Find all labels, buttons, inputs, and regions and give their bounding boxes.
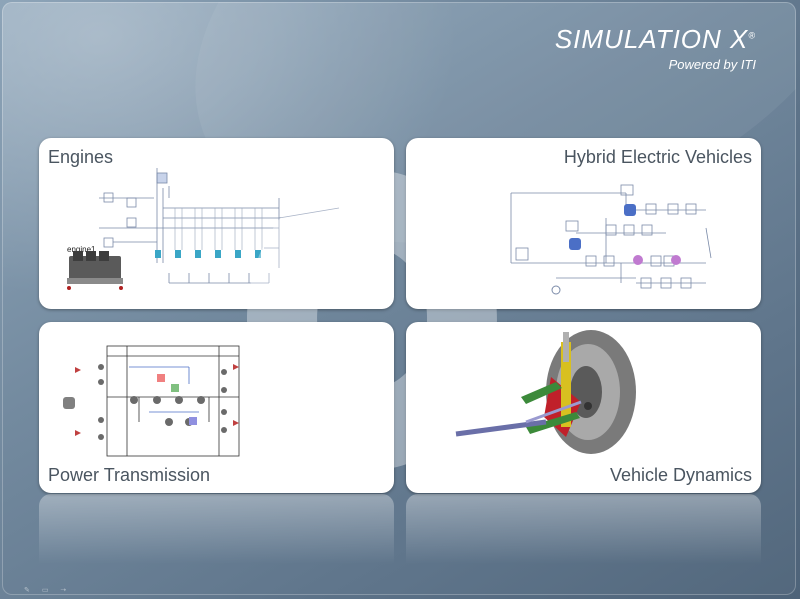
logo-registered: ® [748, 30, 756, 41]
background-ring [247, 170, 497, 470]
damper-icon [561, 342, 571, 427]
engine-model-label: engine1 [67, 245, 96, 254]
panel-power-transmission[interactable]: Power Transmission [39, 322, 394, 493]
reflection-right [406, 494, 761, 564]
reflection-left [39, 494, 394, 564]
logo-subtitle: Powered by ITI [668, 57, 756, 72]
panel-title-hybrid: Hybrid Electric Vehicles [563, 147, 752, 167]
slide-controls[interactable]: ✎ ▭ ➝ [24, 586, 76, 594]
lower-arm [526, 412, 580, 434]
panel-title-engines: Engines [48, 147, 114, 167]
motor-icon-lower [569, 238, 581, 250]
power-transmission-diagram [63, 345, 240, 457]
panel-vehicle-dynamics[interactable]: Vehicle Dynamics [406, 322, 761, 493]
logo-title: SIMULATION X [554, 24, 749, 54]
engine-diagram: engine1 [67, 168, 340, 290]
upper-arm [521, 382, 562, 404]
panel-title-dynamics: Vehicle Dynamics [609, 465, 752, 485]
panel-hybrid-electric-vehicles[interactable]: Hybrid Electric Vehicles [406, 138, 761, 309]
pencil-icon[interactable]: ✎ [24, 587, 30, 594]
arrow-icon[interactable]: ➝ [60, 587, 67, 594]
suspension-model [455, 330, 636, 454]
drive-shaft [455, 419, 547, 437]
panel-title-power: Power Transmission [48, 465, 211, 485]
gear-icon-2 [671, 255, 681, 265]
engine-block-icon [67, 251, 123, 290]
motor-icon-upper [624, 204, 636, 216]
panel-engines[interactable]: Engines [39, 138, 394, 309]
engine-small-icon [63, 397, 75, 409]
simulationx-logo: SIMULATION X® Powered by ITI [555, 24, 756, 72]
frame-icon[interactable]: ▭ [41, 587, 49, 594]
gear-icon-1 [633, 255, 643, 265]
hybrid-diagram [510, 184, 712, 295]
